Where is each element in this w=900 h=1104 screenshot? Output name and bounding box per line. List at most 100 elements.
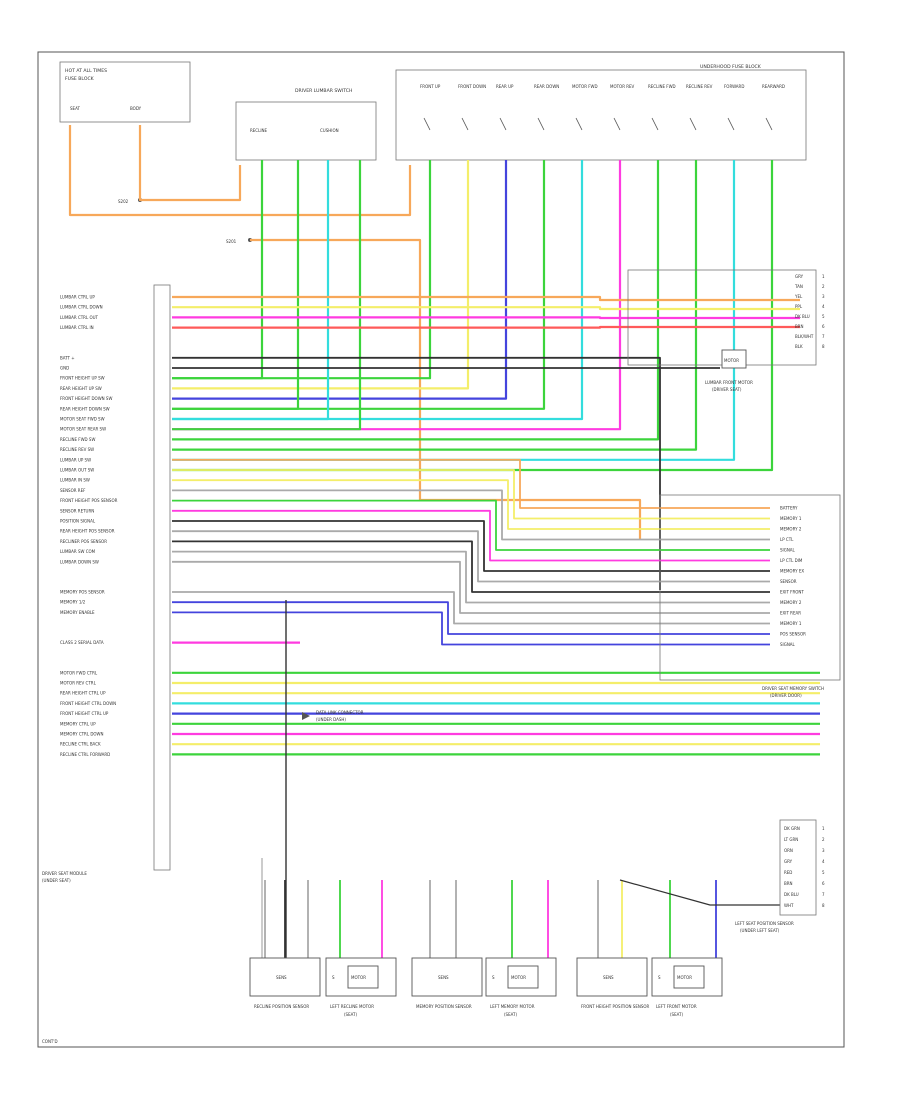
motor-title: MEMORY POSITION SENSOR [416,1004,472,1009]
module-pin-label: LUMBAR SW COM [60,549,96,554]
connector-c-wire: BRN [784,881,793,886]
module-pin-label: MOTOR SEAT REAR SW [60,427,106,432]
module-pin-label: MEMORY 1/2 [60,600,86,605]
connector-c-pin: 4 [822,859,825,864]
connector-a-pin: 4 [822,304,825,309]
switch-label: FRONT DOWN [458,84,486,89]
connector-b-pin: MEMORY 2 [780,527,802,532]
wire-seat-sw-0 [172,160,264,380]
connector-a-pin: 2 [822,284,825,289]
switch-contact [689,117,697,131]
motor-inner-label: MOTOR [511,975,526,980]
connector-c-pin: 2 [822,837,825,842]
wire-seat-sw-2 [172,160,330,421]
splice-s201: S201 [226,239,237,244]
connector-b-pin: MEMORY 1 [780,516,802,521]
switch-contact [575,117,583,131]
connector-c-pin: 6 [822,881,825,886]
module-pin-label: FRONT HEIGHT CTRL UP [60,711,109,716]
connector-b-pin: LP CTL [780,537,794,542]
wire-connb-3 [172,489,770,541]
connector-b-pin: LP CTL DIM [780,558,803,563]
motor-inner-label: MOTOR [677,975,692,980]
fuse-a-label: SEAT [70,106,80,111]
switch-contact [499,117,507,131]
module-pin-label: LUMBAR IN SW [60,478,90,483]
switch-label: RECLINE REV [686,84,713,89]
switch-contact [727,117,735,131]
motor-inner-s: S [332,975,335,980]
wire-switch-2 [172,160,508,400]
module-pin-label: FRONT HEIGHT CTRL DOWN [60,701,116,706]
motor-sub: (SEAT) [670,1012,683,1017]
module-pin-label: MOTOR FWD CTRL [60,670,98,675]
connector-b-sub: (DRIVER DOOR) [770,693,802,698]
lumbar-motor-sub: (DRIVER SEAT) [712,387,742,392]
cushion-label: CUSHION [320,128,339,133]
sensor-inner-label: SENS [603,975,614,980]
wire-connb-4 [172,499,770,551]
fuse-b-label: BODY [130,106,142,111]
connector-c-wire: GRY [784,859,793,864]
wire-seat-sw-3 [172,160,362,431]
connector-c-pin: 7 [822,892,825,897]
module-pin-label: REAR HEIGHT UP SW [60,386,102,391]
switch-label: REARWARD [762,84,785,89]
connector-a-wire: BLK [795,344,803,349]
fuse-block: HOT AT ALL TIMES FUSE BLOCK SEAT BODY [59,61,191,123]
module-pin-label: MOTOR REV CTRL [60,681,97,686]
connector-a-wire: BRN [795,324,804,329]
motor-title: LEFT FRONT MOTOR [656,1004,697,1009]
module-pin-label: POSITION SIGNAL [60,519,96,524]
switch-label: MOTOR REV [610,84,635,89]
wire-sensor-bus [619,879,780,906]
connector-b-title: DRIVER SEAT MEMORY SWITCH [762,686,824,691]
seat-switch-label: UNDERHOOD FUSE BLOCK [700,64,762,70]
bottom-right-label: LEFT SEAT POSITION SENSOR [735,921,794,926]
connector-a-wire: GRY [795,274,804,279]
wire-lumbar-1 [172,306,800,311]
connector-b-pin: EXIT REAR [780,611,801,616]
module-pin-label: GND [60,366,69,371]
connector-b-pin: SENSOR [780,579,797,584]
wire-switch-0 [172,160,432,380]
module-pin-label: RECLINE CTRL BACK [60,742,101,747]
wire-batt [172,356,661,590]
wire-connb-1 [172,469,770,520]
connector-a-wire: DK BLU [795,314,810,319]
motor-title: LEFT RECLINE MOTOR [330,1004,374,1009]
connector-c-pin: 5 [822,870,825,875]
sensor-inner-label: SENS [276,975,287,980]
module-pin-label: RECLINE FWD SW [60,437,95,442]
wire-lumbar-2 [172,316,800,320]
module-subtitle: (UNDER SEAT) [42,878,71,883]
connector-c-wire: ORN [784,848,793,853]
connector-a-pin: 7 [822,334,825,339]
wire-switch-4 [172,160,584,421]
module-pin-label: MOTOR SEAT FWD SW [60,417,105,422]
wire-connb-6 [172,520,770,572]
wire-switch-6 [172,160,660,441]
connector-c-pin: 3 [822,848,825,853]
lumbar-motor-title: LUMBAR FRONT MOTOR [705,380,753,385]
wire-orange-feed-2 [138,125,242,202]
lumbar-motor-m: MOTOR [724,358,739,363]
connector-b-pin: MEMORY 1 [780,621,802,626]
wire-connb-11 [172,591,770,625]
motor-title: FRONT HEIGHT POSITION SENSOR [581,1004,650,1009]
switch-label: REAR UP [496,84,514,89]
connector-c-wire: RED [784,870,792,875]
module-pin-label: LUMBAR UP SW [60,457,91,462]
seat-switch-block: DRIVER LUMBAR SWITCH RECLINE CUSHION [235,88,377,161]
module-pin-label: MEMORY CTRL DOWN [60,732,104,737]
motor-sub: (SEAT) [344,1012,357,1017]
